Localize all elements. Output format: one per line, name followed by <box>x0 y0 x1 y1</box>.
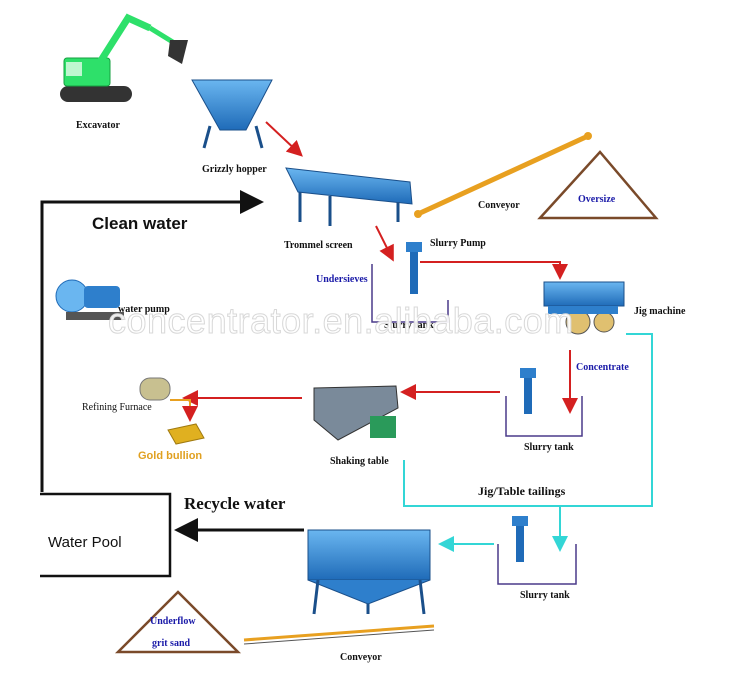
slurry-pump-icon <box>371 242 449 323</box>
oversize-label: Oversize <box>578 194 616 205</box>
grizzly-hopper-label: Grizzly hopper <box>202 164 267 175</box>
jig-machine-label: Jig machine <box>634 306 686 317</box>
conveyor-top-label: Conveyor <box>478 200 520 211</box>
underflow-label: Underflow <box>150 616 196 627</box>
thickener-tank-icon <box>307 529 431 615</box>
slurry-tank-3-label: Slurry tank <box>520 590 570 601</box>
watermark-text: concentrator.en.alibaba.com <box>108 300 574 342</box>
arrow-trommel-to-tank <box>375 225 394 262</box>
jig-machine-icon <box>543 281 625 335</box>
arrow-hopper-to-trommel <box>265 121 303 157</box>
gold-bullion-icon <box>167 423 205 445</box>
recycle-water-label: Recycle water <box>184 494 286 513</box>
water-pump-icon <box>55 279 124 320</box>
excavator-label: Excavator <box>76 120 120 131</box>
conveyor-bottom-label: Conveyor <box>340 652 382 663</box>
oversize-pile-icon <box>537 150 659 220</box>
water-pump-label: water pump <box>118 304 170 315</box>
clean-water-line <box>40 190 264 492</box>
tailings-line <box>403 333 653 507</box>
arrow-pump-to-jig <box>420 261 568 280</box>
grizzly-hopper-icon <box>191 79 273 149</box>
slurry-tank-2-label: Slurry tank <box>524 442 574 453</box>
trommel-screen-icon <box>285 167 413 226</box>
shaking-table-label: Shaking table <box>330 456 389 467</box>
arrow-furnace-to-gold <box>170 399 198 422</box>
refining-furnace-label: Refining Furnace <box>82 402 152 413</box>
gold-bullion-label: Gold bullion <box>138 450 203 462</box>
slurry-tank-3-icon <box>497 516 577 585</box>
conveyor-top-icon <box>416 133 590 217</box>
trommel-screen-label: Trommel screen <box>284 240 353 251</box>
concentrate-label: Concentrate <box>576 362 629 373</box>
water-pool-label: Water Pool <box>48 534 122 551</box>
undersieves-label: Undersieves <box>316 274 368 285</box>
tailings-label: Jig/Table tailings <box>478 484 566 498</box>
underflow-pile-icon <box>114 590 242 654</box>
shaking-table-icon <box>313 385 399 441</box>
grit-sand-label: grit sand <box>152 638 191 649</box>
excavator-icon <box>60 13 188 102</box>
slurry-tank-2-icon <box>505 368 583 437</box>
conveyor-bottom-icon <box>243 624 435 642</box>
refining-furnace-icon <box>139 377 171 401</box>
slurry-pump-label: Slurry Pump <box>430 238 486 249</box>
water-pool-box <box>40 492 172 578</box>
clean-water-label: Clean water <box>92 214 188 233</box>
slurry-tank-1-label: Slurry tank <box>384 320 434 331</box>
